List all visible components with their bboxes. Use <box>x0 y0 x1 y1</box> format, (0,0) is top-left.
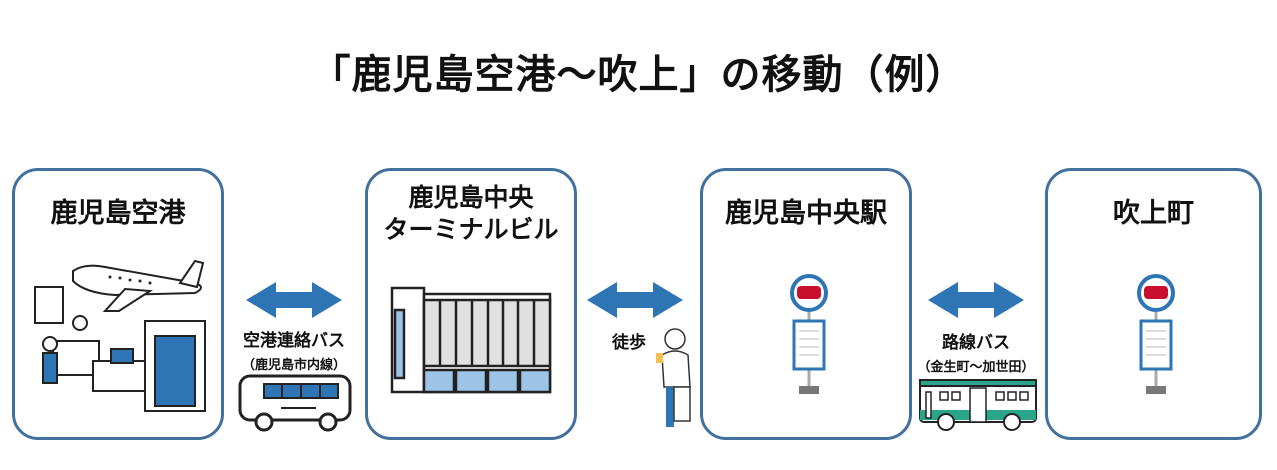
stop-name-line2: ターミナルビル <box>383 215 559 244</box>
stop-name: 鹿児島中央駅 <box>725 198 887 229</box>
terminal-building-icon <box>390 286 552 394</box>
link-airport-bus: 空港連絡バス （鹿児島市内線） <box>236 326 352 373</box>
double-arrow-icon <box>587 282 683 318</box>
stop-name: 吹上町 <box>1113 198 1194 229</box>
walking-person-icon <box>656 328 691 427</box>
stop-kagoshima-airport: 鹿児島空港 <box>12 168 224 440</box>
transport-mode: 徒歩 <box>612 333 646 353</box>
transport-mode: 空港連絡バス <box>243 331 345 351</box>
link-route-bus: 路線バス （金生町～加世田） <box>914 328 1038 375</box>
transport-detail: （金生町～加世田） <box>917 360 1035 375</box>
transport-detail: （鹿児島市内線） <box>241 358 346 373</box>
double-arrow-icon <box>928 282 1024 318</box>
stop-name: 鹿児島空港 <box>50 198 186 229</box>
transport-mode: 路線バス <box>942 333 1010 353</box>
bus-stop-sign-icon <box>1137 274 1175 394</box>
stop-name-line1: 鹿児島中央 <box>408 183 534 212</box>
airport-illustration-icon <box>34 259 206 412</box>
link-walk: 徒歩 <box>612 328 646 353</box>
bus-stop-sign-icon <box>790 274 828 394</box>
airport-bus-icon <box>238 374 352 432</box>
page-title: 「鹿児島空港～吹上」の移動（例） <box>310 52 967 98</box>
double-arrow-icon <box>246 282 342 318</box>
route-bus-icon <box>919 379 1037 431</box>
stop-kagoshima-chuo-station: 鹿児島中央駅 <box>700 168 912 440</box>
stop-kagoshima-chuo-terminal-building: 鹿児島中央 ターミナルビル <box>365 168 577 440</box>
stop-fukiage-town: 吹上町 <box>1045 168 1262 440</box>
